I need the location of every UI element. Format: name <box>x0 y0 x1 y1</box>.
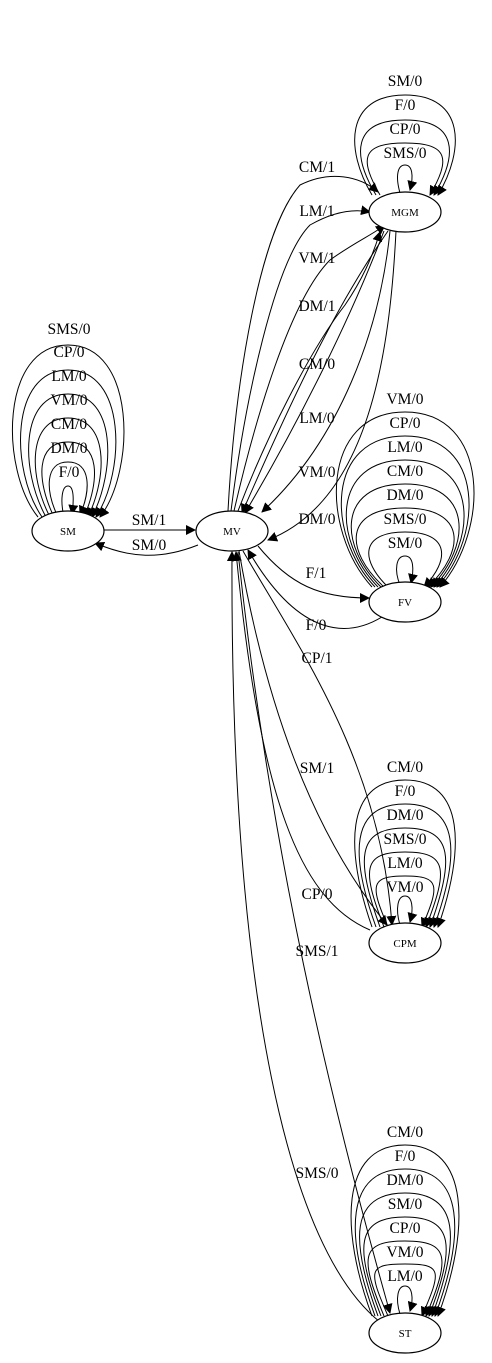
mgm-loop-labels: SM/0 F/0 CP/0 SMS/0 <box>383 73 426 162</box>
edge-label: VM/1 <box>298 250 335 267</box>
st-loop-labels: CM/0 F/0 DM/0 SM/0 CP/0 VM/0 LM/0 <box>386 1124 423 1285</box>
mv-to-mgm-labels: CM/1 LM/1 VM/1 DM/1 <box>298 159 335 315</box>
edge-label: CM/0 <box>387 759 423 776</box>
edge-label: DM/0 <box>386 807 423 824</box>
mv-st-edges <box>226 551 393 1323</box>
edge-label: DM/0 <box>386 487 423 504</box>
edge-label-mv-to-cpm-sm: SM/1 <box>300 760 334 777</box>
state-node-fv: FV <box>368 581 442 623</box>
edge-label: CP/0 <box>389 415 420 432</box>
sm-loop-labels: SMS/0 CP/0 LM/0 VM/0 CM/0 DM/0 F/0 <box>47 321 90 481</box>
edge-label-mv-to-fv: F/1 <box>306 565 327 582</box>
edge-label-mv-to-sm: SM/0 <box>132 537 167 554</box>
edge-label: DM/0 <box>298 511 335 528</box>
edge-label: SM/0 <box>388 535 423 552</box>
edge-label: LM/0 <box>387 855 423 872</box>
edge-label: CP/0 <box>389 121 420 138</box>
state-node-st: ST <box>368 1312 442 1354</box>
mgm-to-mv-labels: CM/0 LM/0 VM/0 DM/0 <box>298 356 335 528</box>
edge-label-mv-to-st: SMS/1 <box>295 943 338 960</box>
edge-label: DM/0 <box>386 1172 423 1189</box>
edge-label: VM/0 <box>386 391 423 408</box>
sm-self-loops <box>11 344 125 518</box>
edge-label: CM/0 <box>299 356 335 373</box>
edge-label: F/0 <box>59 464 80 481</box>
sm-mv-edges <box>94 525 199 556</box>
edge-label-st-to-mv: SMS/0 <box>295 1165 338 1182</box>
edge-label: SM/0 <box>388 73 423 90</box>
edge-label: SMS/0 <box>383 831 426 848</box>
edge-label: CM/0 <box>387 1124 423 1141</box>
edge-label: CM/0 <box>51 416 87 433</box>
edge-label: VM/0 <box>298 464 335 481</box>
cpm-self-loops <box>354 779 456 928</box>
mgm-mv-edges <box>241 230 397 542</box>
mv-mgm-edges <box>227 175 386 512</box>
node-label: SM <box>60 526 76 538</box>
edge-label: VM/0 <box>50 392 87 409</box>
fv-self-loops <box>336 411 475 588</box>
edge-label: DM/1 <box>298 298 335 315</box>
edge-label: LM/0 <box>51 368 87 385</box>
cpm-loop-labels: CM/0 F/0 DM/0 SMS/0 LM/0 VM/0 <box>383 759 426 896</box>
edge-label: VM/0 <box>386 1244 423 1261</box>
node-label: MV <box>223 526 241 538</box>
mgm-self-loops <box>354 94 456 196</box>
state-node-cpm: CPM <box>368 922 442 964</box>
edge-label: SMS/0 <box>383 145 426 162</box>
fv-loop-labels: VM/0 CP/0 LM/0 CM/0 DM/0 SMS/0 SM/0 <box>383 391 426 552</box>
node-label: MGM <box>391 207 419 219</box>
edge-label: SMS/0 <box>383 511 426 528</box>
edge-label: SMS/0 <box>47 321 90 338</box>
edge-label-cpm-to-mv: CP/0 <box>301 886 332 903</box>
edge-label: F/0 <box>395 97 416 114</box>
st-self-loops <box>350 1144 460 1317</box>
edge-label: CM/1 <box>299 159 335 176</box>
edge-label: CP/0 <box>389 1220 420 1237</box>
edge-label: CP/0 <box>53 344 84 361</box>
mv-cpm-edges <box>231 550 397 931</box>
edge-label: LM/1 <box>299 203 334 220</box>
edge-label: F/0 <box>395 1148 416 1165</box>
edge-label: CM/0 <box>387 463 423 480</box>
edge-label-mv-to-cpm-cp: CP/1 <box>301 650 332 667</box>
edge-label-fv-to-mv: F/0 <box>306 617 327 634</box>
mv-fv-edges <box>247 545 386 629</box>
edge-label-sm-to-mv: SM/1 <box>132 512 166 529</box>
edge-label: SM/0 <box>388 1196 423 1213</box>
node-label: ST <box>399 1328 412 1340</box>
edge-label: LM/0 <box>299 410 335 427</box>
node-label: CPM <box>393 938 416 950</box>
edge-label: VM/0 <box>386 879 423 896</box>
edge-label: DM/0 <box>50 440 87 457</box>
state-node-mgm: MGM <box>368 191 442 233</box>
edge-label: F/0 <box>395 783 416 800</box>
node-label: FV <box>398 597 412 609</box>
state-node-sm: SM <box>31 510 105 552</box>
edge-label: LM/0 <box>387 1268 423 1285</box>
state-node-mv: MV <box>195 510 269 552</box>
edge-label: LM/0 <box>387 439 423 456</box>
